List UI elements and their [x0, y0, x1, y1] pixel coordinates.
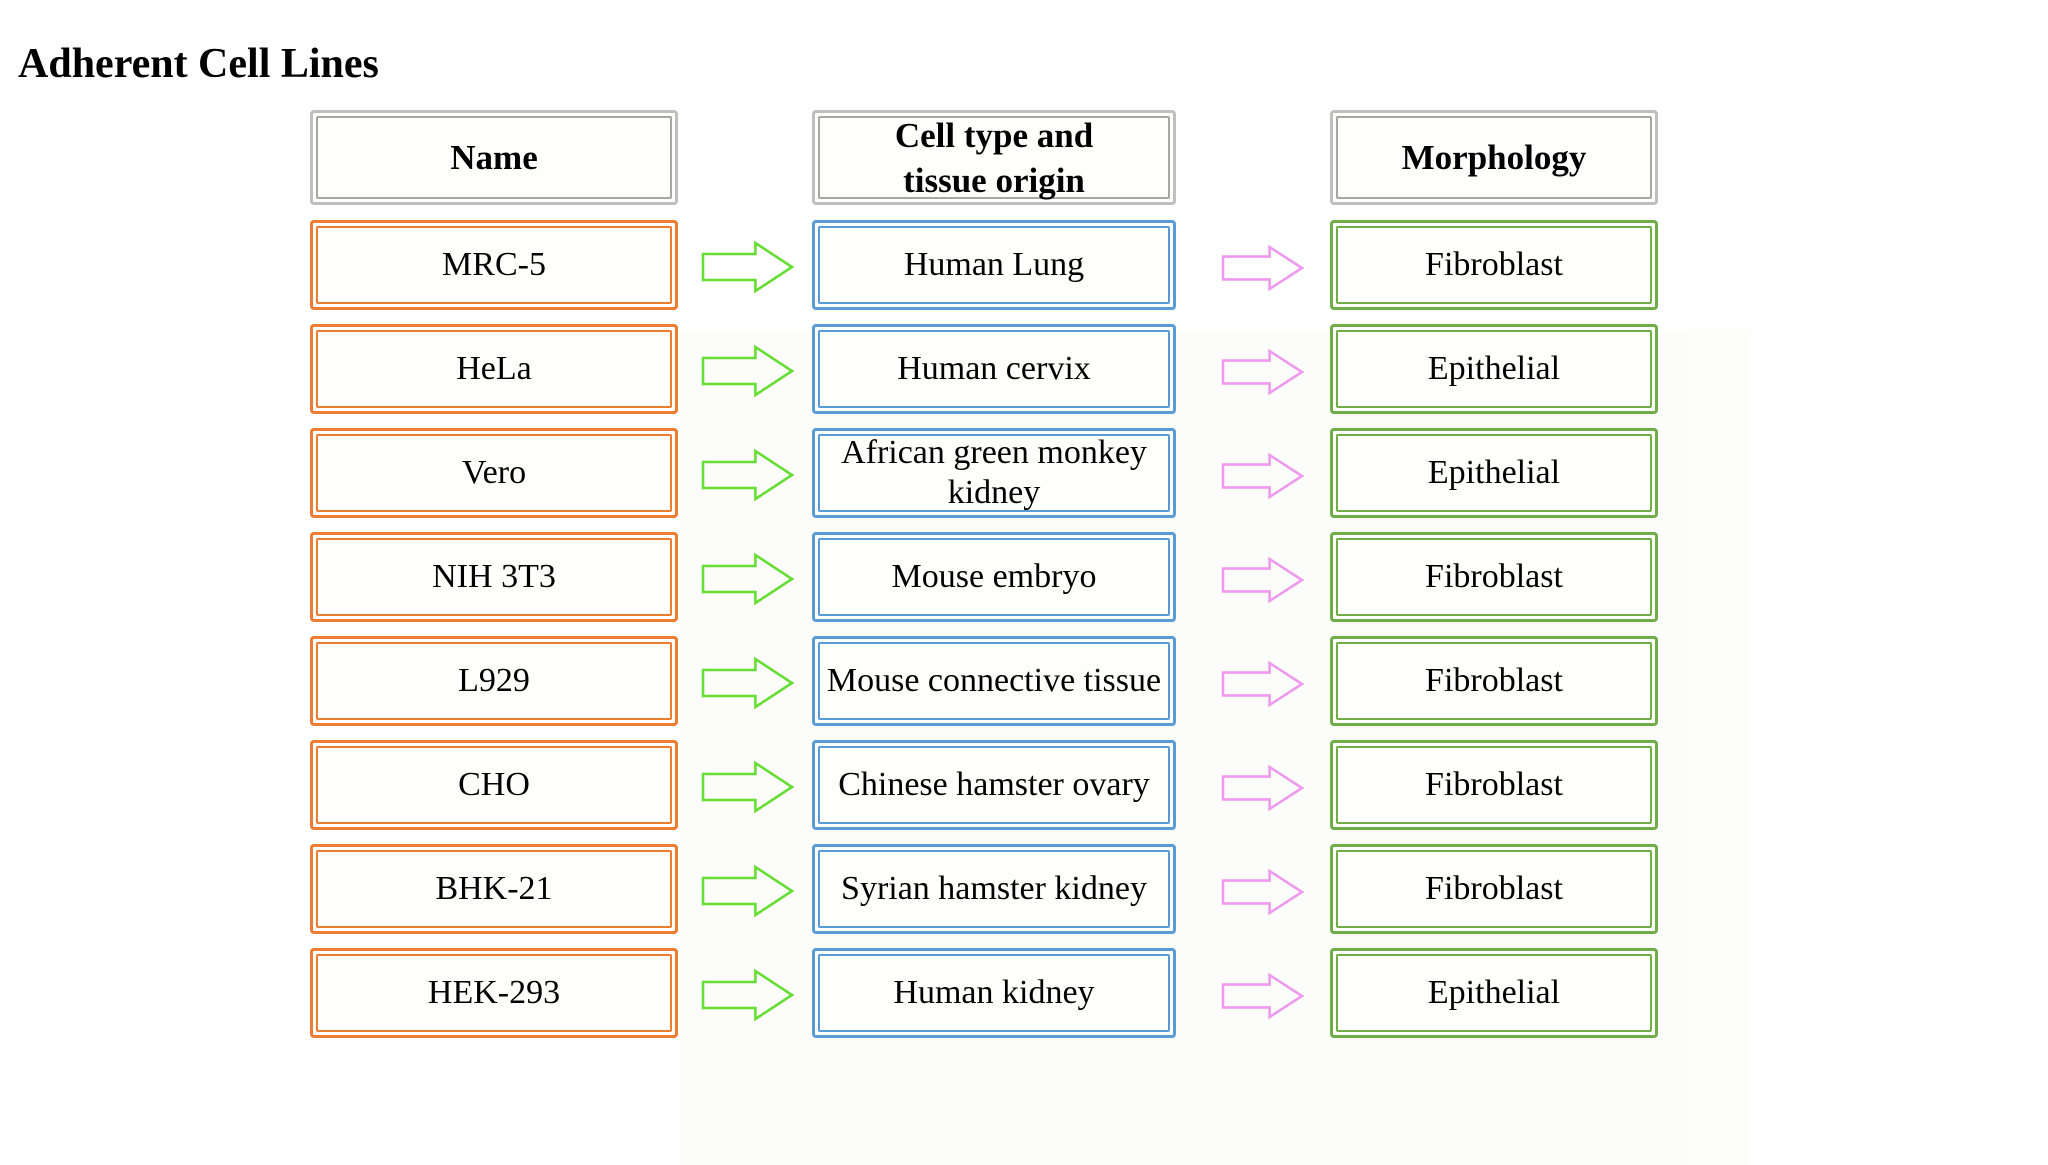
cell-name-1[interactable]: HeLa [310, 324, 678, 414]
cell-celltype-2-label: African green monkey kidney [841, 434, 1147, 511]
cell-morphology-5-label: Fibroblast [1425, 766, 1563, 803]
cell-morphology-2-label: Epithelial [1427, 454, 1561, 491]
cell-celltype-3-label: Mouse embryo [891, 558, 1097, 595]
cell-morphology-2[interactable]: Epithelial [1330, 428, 1658, 518]
column-header-morphology-label: Morphology [1401, 138, 1587, 177]
right-arrow-icon-celltype-to-morphology-0 [1221, 244, 1305, 292]
background-tint-panel-right [1690, 330, 1750, 1165]
cell-morphology-3-label: Fibroblast [1425, 558, 1563, 595]
cell-morphology-7-label: Epithelial [1427, 974, 1561, 1011]
right-arrow-icon-name-to-celltype-0 [701, 240, 795, 294]
right-arrow-icon-celltype-to-morphology-4 [1221, 660, 1305, 708]
cell-name-6-label: BHK-21 [435, 870, 553, 907]
column-header-morphology: Morphology [1330, 110, 1658, 205]
right-arrow-icon-name-to-celltype-5 [701, 760, 795, 814]
cell-name-2-label: Vero [461, 454, 527, 491]
cell-celltype-6-label: Syrian hamster kidney [841, 870, 1147, 907]
cell-celltype-0-label: Human Lung [903, 246, 1085, 283]
cell-morphology-3[interactable]: Fibroblast [1330, 532, 1658, 622]
cell-celltype-6[interactable]: Syrian hamster kidney [812, 844, 1176, 934]
right-arrow-icon-celltype-to-morphology-1 [1221, 348, 1305, 396]
cell-morphology-0-label: Fibroblast [1425, 246, 1563, 283]
right-arrow-icon-celltype-to-morphology-7 [1221, 972, 1305, 1020]
cell-name-1-label: HeLa [456, 350, 532, 387]
cell-name-7[interactable]: HEK-293 [310, 948, 678, 1038]
cell-name-0[interactable]: MRC-5 [310, 220, 678, 310]
right-arrow-icon-name-to-celltype-4 [701, 656, 795, 710]
cell-celltype-1-label: Human cervix [897, 350, 1091, 387]
right-arrow-icon-name-to-celltype-2 [701, 448, 795, 502]
cell-morphology-6-label: Fibroblast [1425, 870, 1563, 907]
cell-celltype-7-label: Human kidney [893, 974, 1095, 1011]
right-arrow-icon-celltype-to-morphology-2 [1221, 452, 1305, 500]
cell-name-3-label: NIH 3T3 [432, 558, 556, 595]
cell-celltype-7[interactable]: Human kidney [812, 948, 1176, 1038]
right-arrow-icon-name-to-celltype-1 [701, 344, 795, 398]
cell-celltype-4[interactable]: Mouse connective tissue [812, 636, 1176, 726]
cell-name-7-label: HEK-293 [427, 974, 561, 1011]
cell-celltype-5-label: Chinese hamster ovary [838, 766, 1150, 803]
column-header-name-label: Name [450, 138, 538, 177]
cell-morphology-1-label: Epithelial [1427, 350, 1561, 387]
cell-name-2[interactable]: Vero [310, 428, 678, 518]
cell-name-5[interactable]: CHO [310, 740, 678, 830]
cell-morphology-5[interactable]: Fibroblast [1330, 740, 1658, 830]
cell-name-0-label: MRC-5 [442, 246, 546, 283]
cell-morphology-4[interactable]: Fibroblast [1330, 636, 1658, 726]
right-arrow-icon-celltype-to-morphology-6 [1221, 868, 1305, 916]
cell-morphology-1[interactable]: Epithelial [1330, 324, 1658, 414]
cell-celltype-4-label: Mouse connective tissue [826, 662, 1162, 699]
cell-celltype-2[interactable]: African green monkey kidney [812, 428, 1176, 518]
right-arrow-icon-name-to-celltype-7 [701, 968, 795, 1022]
cell-name-3[interactable]: NIH 3T3 [310, 532, 678, 622]
right-arrow-icon-celltype-to-morphology-3 [1221, 556, 1305, 604]
cell-morphology-6[interactable]: Fibroblast [1330, 844, 1658, 934]
cell-celltype-0[interactable]: Human Lung [812, 220, 1176, 310]
cell-name-4[interactable]: L929 [310, 636, 678, 726]
right-arrow-icon-name-to-celltype-3 [701, 552, 795, 606]
cell-name-6[interactable]: BHK-21 [310, 844, 678, 934]
cell-name-5-label: CHO [458, 766, 530, 803]
cell-morphology-0[interactable]: Fibroblast [1330, 220, 1658, 310]
page-title: Adherent Cell Lines [18, 41, 379, 88]
cell-name-4-label: L929 [458, 662, 530, 699]
right-arrow-icon-name-to-celltype-6 [701, 864, 795, 918]
cell-celltype-1[interactable]: Human cervix [812, 324, 1176, 414]
cell-morphology-7[interactable]: Epithelial [1330, 948, 1658, 1038]
cell-morphology-4-label: Fibroblast [1425, 662, 1563, 699]
column-header-name: Name [310, 110, 678, 205]
right-arrow-icon-celltype-to-morphology-5 [1221, 764, 1305, 812]
cell-celltype-3[interactable]: Mouse embryo [812, 532, 1176, 622]
cell-celltype-5[interactable]: Chinese hamster ovary [812, 740, 1176, 830]
